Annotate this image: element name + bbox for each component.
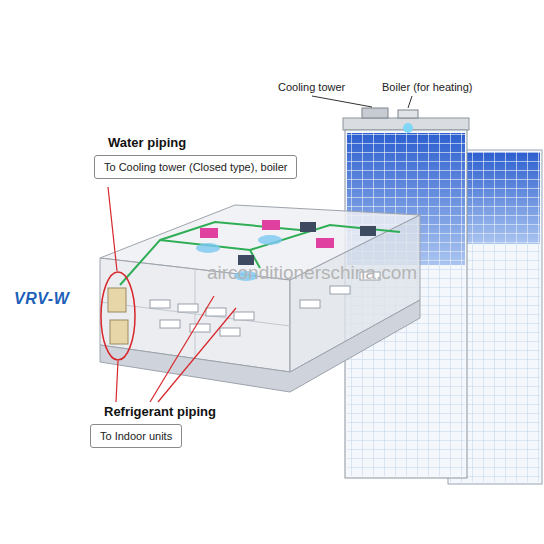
callout-text: To Cooling tower (Closed type), boiler xyxy=(94,155,297,179)
watermark: airconditionerschina.com xyxy=(207,262,417,284)
callout-box: Refrigerant piping To Indoor units xyxy=(90,404,216,448)
callout-text: To Indoor units xyxy=(90,424,182,448)
brand-logo: VRV-W xyxy=(14,290,69,308)
part-label: Cooling tower xyxy=(278,81,345,93)
callout-box: Water piping To Cooling tower (Closed typ… xyxy=(94,135,297,179)
part-label: Boiler (for heating) xyxy=(382,81,473,93)
callout-heading: Refrigerant piping xyxy=(104,404,216,419)
callout-heading: Water piping xyxy=(108,135,297,150)
